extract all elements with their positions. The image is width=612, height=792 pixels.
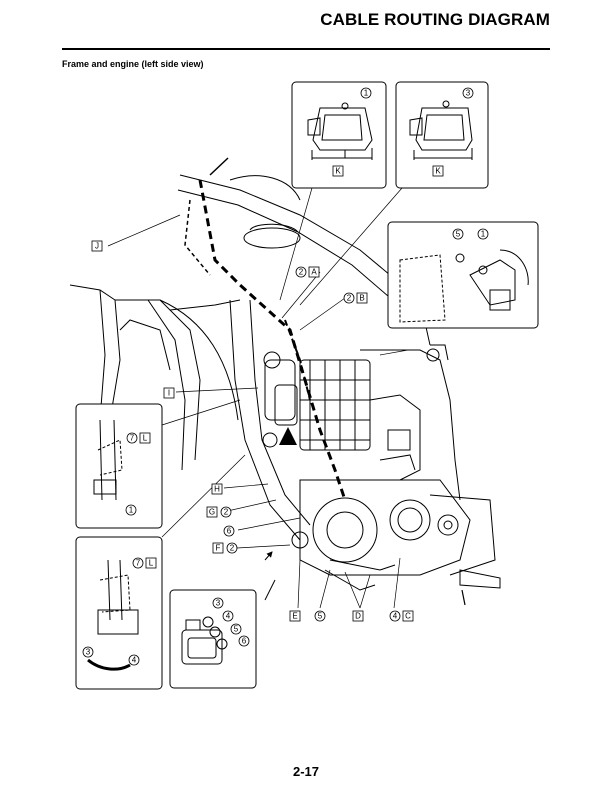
inset-k1: [291, 81, 387, 189]
callout-box-l: L: [145, 557, 157, 569]
callout-box-l: L: [139, 432, 151, 444]
callout-text: 2: [347, 294, 352, 303]
callout-text: 2: [299, 268, 304, 277]
callout-text: 2: [224, 508, 229, 517]
routed-cable-secondary: [284, 319, 311, 401]
callout-text: 6: [227, 527, 232, 536]
callout-text: 3: [86, 648, 91, 657]
callout-circle-2: 2: [343, 292, 355, 304]
callout-text: 2: [230, 544, 235, 553]
inset-bottom-center: [169, 589, 257, 689]
inset-left-lower: [75, 536, 163, 690]
callout-circle-6: 6: [223, 525, 235, 537]
callout-text: 7: [130, 434, 135, 443]
section-subtitle: Frame and engine (left side view): [62, 59, 204, 69]
callout-text: K: [335, 167, 341, 176]
callout-circle-4: 4: [222, 610, 234, 622]
callout-box-a: A: [308, 266, 320, 278]
callout-circle-1: 1: [477, 228, 489, 240]
callout-text: K: [435, 167, 441, 176]
callout-circle-5: 5: [452, 228, 464, 240]
callout-circle-4: 4: [128, 654, 140, 666]
callout-text: 4: [393, 612, 398, 621]
frame-engine-drawing: [69, 157, 501, 606]
callout-circle-6: 6: [238, 635, 250, 647]
callout-text: 1: [364, 89, 369, 98]
callout-box-i: I: [163, 387, 175, 399]
callout-circle-7: 7: [132, 557, 144, 569]
callout-circle-3: 3: [82, 646, 94, 658]
callout-circle-2: 2: [295, 266, 307, 278]
inset-right: [387, 221, 539, 329]
callout-text: E: [292, 612, 297, 621]
callout-text: 4: [226, 612, 231, 621]
callout-box-b: B: [356, 292, 368, 304]
callout-circle-1: 1: [360, 87, 372, 99]
title-rule: [62, 48, 550, 50]
page-title: CABLE ROUTING DIAGRAM: [320, 10, 550, 29]
callout-box-d: D: [352, 610, 364, 622]
callout-circle-3: 3: [212, 597, 224, 609]
callout-box-k: K: [432, 165, 444, 177]
callout-text: J: [95, 242, 99, 251]
callout-circle-2: 2: [220, 506, 232, 518]
callout-text: I: [168, 389, 170, 398]
callout-circle-5: 5: [314, 610, 326, 622]
callout-circle-3: 3: [462, 87, 474, 99]
callout-text: 5: [456, 230, 461, 239]
callout-text: 5: [318, 612, 323, 621]
routed-cable-main: [198, 179, 347, 501]
callout-circle-4: 4: [389, 610, 401, 622]
callout-text: B: [359, 294, 364, 303]
callout-box-j: J: [91, 240, 103, 252]
callout-box-h: H: [211, 483, 223, 495]
inset-k2: [395, 81, 489, 189]
callout-text: 6: [242, 637, 247, 646]
leader-lines: [107, 187, 409, 609]
callout-text: D: [355, 612, 361, 621]
callout-circle-1: 1: [125, 504, 137, 516]
callout-text: 4: [132, 656, 137, 665]
callout-text: C: [405, 612, 411, 621]
page-number: 2-17: [292, 764, 320, 779]
callout-circle-7: 7: [126, 432, 138, 444]
callout-box-c: C: [402, 610, 414, 622]
callout-text: L: [143, 434, 148, 443]
callout-box-e: E: [289, 610, 301, 622]
callout-text: 1: [481, 230, 486, 239]
callout-text: F: [216, 544, 221, 553]
callout-circle-5: 5: [230, 623, 242, 635]
callout-text: 5: [234, 625, 239, 634]
callout-text: 1: [129, 506, 134, 515]
callout-box-k: K: [332, 165, 344, 177]
callout-box-g: G: [206, 506, 218, 518]
callout-text: A: [311, 268, 317, 277]
callout-circle-2: 2: [226, 542, 238, 554]
callout-box-f: F: [212, 542, 224, 554]
callout-text: 3: [216, 599, 221, 608]
callout-text: 3: [466, 89, 471, 98]
callout-text: L: [149, 559, 154, 568]
callout-text: G: [209, 508, 215, 517]
callout-text: 7: [136, 559, 141, 568]
callout-text: H: [214, 485, 220, 494]
